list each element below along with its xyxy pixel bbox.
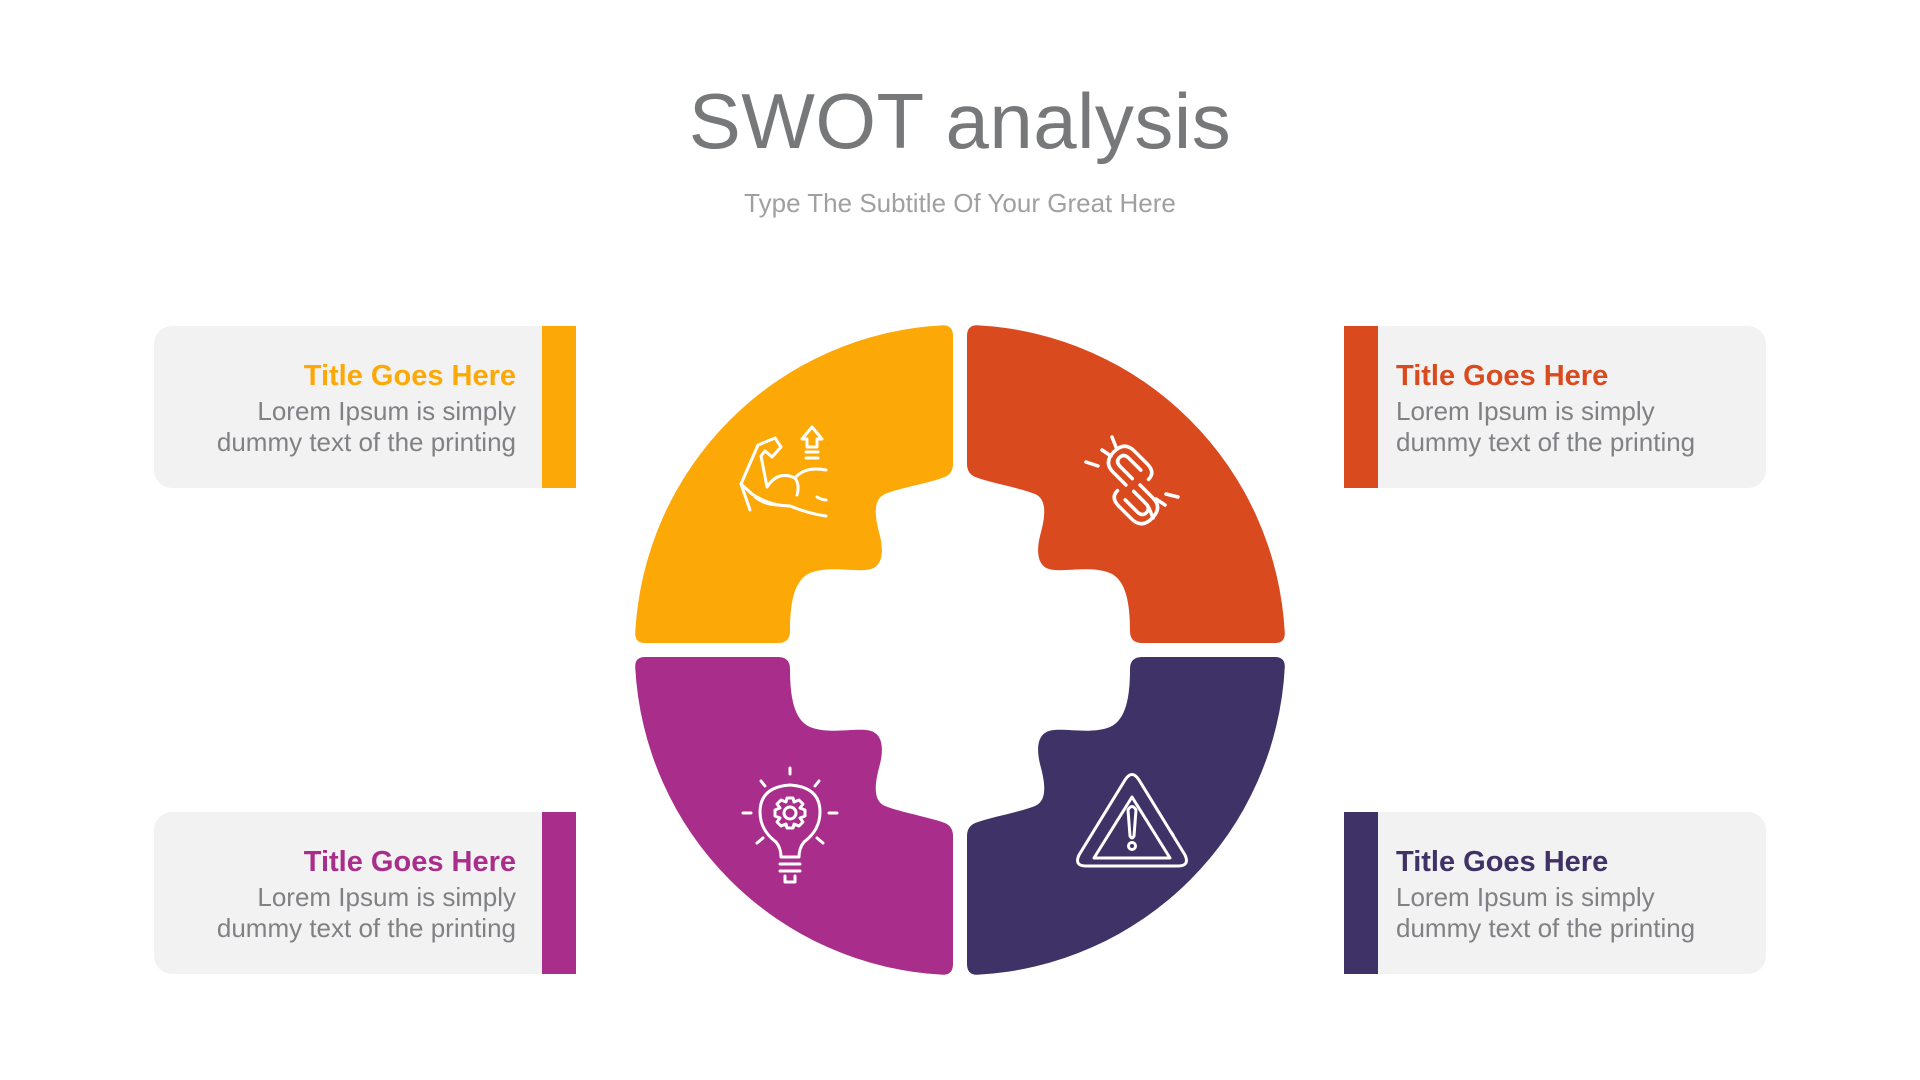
card-strengths: Title Goes Here Lorem Ipsum is simply du…	[154, 326, 576, 488]
puzzle-piece-threats	[967, 657, 1285, 975]
card-body-threats: Lorem Ipsum is simply dummy text of the …	[1396, 882, 1736, 944]
card-body-line: dummy text of the printing	[1396, 427, 1696, 457]
card-body-strengths: Lorem Ipsum is simply dummy text of the …	[176, 396, 516, 458]
card-body-line: Lorem Ipsum is simply	[1396, 882, 1655, 912]
card-body-line: dummy text of the printing	[1396, 913, 1696, 943]
card-title-weaknesses: Title Goes Here	[1396, 360, 1609, 392]
broken-link-icon	[1084, 435, 1180, 526]
card-body-line: dummy text of the printing	[216, 913, 516, 943]
card-body-weaknesses: Lorem Ipsum is simply dummy text of the …	[1396, 396, 1736, 458]
flexed-bicep-arrow-up-icon	[739, 425, 828, 518]
accent-bar-weaknesses	[1344, 326, 1378, 488]
accent-bar-threats	[1344, 812, 1378, 974]
card-weaknesses: Title Goes Here Lorem Ipsum is simply du…	[1344, 326, 1766, 488]
lightbulb-gear-icon	[741, 766, 839, 884]
card-body-line: Lorem Ipsum is simply	[1396, 396, 1655, 426]
accent-bar-strengths	[542, 326, 576, 488]
card-body-line: dummy text of the printing	[216, 427, 516, 457]
slide-subtitle: Type The Subtitle Of Your Great Here	[744, 188, 1176, 218]
card-body-opportunities: Lorem Ipsum is simply dummy text of the …	[176, 882, 516, 944]
puzzle-piece-strengths	[635, 325, 953, 643]
card-title-strengths: Title Goes Here	[303, 360, 516, 392]
card-title-threats: Title Goes Here	[1396, 846, 1609, 878]
card-title-opportunities: Title Goes Here	[303, 846, 516, 878]
card-opportunities: Title Goes Here Lorem Ipsum is simply du…	[154, 812, 576, 974]
card-threats: Title Goes Here Lorem Ipsum is simply du…	[1344, 812, 1766, 974]
warning-triangle-icon	[1076, 773, 1188, 868]
card-body-line: Lorem Ipsum is simply	[257, 396, 516, 426]
accent-bar-opportunities	[542, 812, 576, 974]
card-body-line: Lorem Ipsum is simply	[257, 882, 516, 912]
slide-title: SWOT analysis	[688, 77, 1232, 165]
